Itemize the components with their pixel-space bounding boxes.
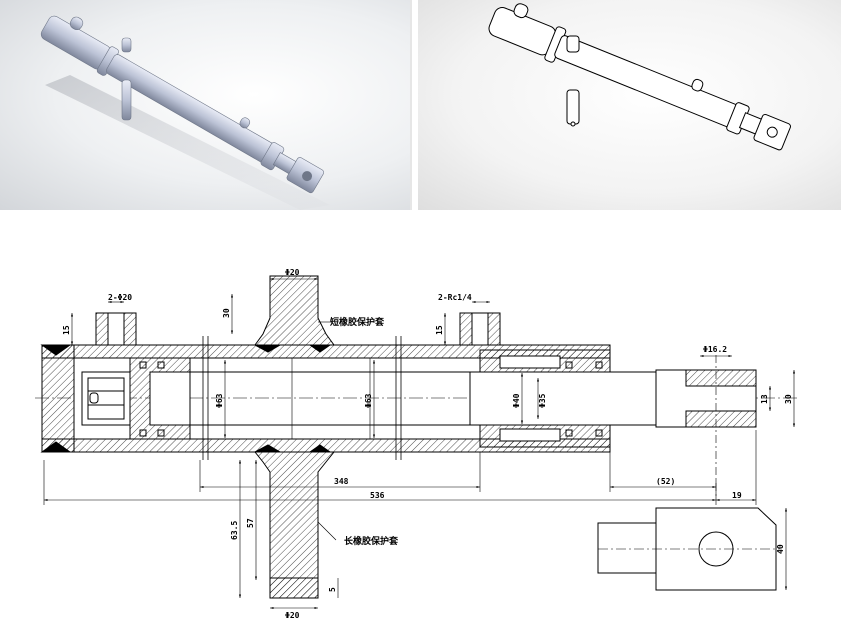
dim-trunnion-top-dia: Φ20 (285, 268, 300, 277)
dim-clevis-40: 40 (776, 544, 785, 554)
dim-h15-left: 15 (62, 325, 71, 335)
dim-clevis-30: 30 (784, 394, 793, 404)
left-port (95, 312, 137, 346)
dim-len-536: 536 (370, 491, 385, 500)
dim-port-left: 2-Φ20 (108, 293, 132, 302)
wireframe-render-view (418, 0, 841, 210)
technical-drawing: 2-Φ20 Φ20 30 15 15 2-Rc1/4 短橡胶保护套 Φ63 Φ6… (0, 216, 841, 625)
dim-len-19: 19 (732, 491, 742, 500)
dim-port-right: 2-Rc1/4 (438, 293, 472, 302)
clevis-section (655, 355, 757, 498)
trunnion-top (254, 275, 335, 346)
dim-bore-mid: Φ63 (364, 393, 373, 408)
dim-h30: 30 (222, 308, 231, 318)
dim-bore-left: Φ63 (215, 393, 224, 408)
dim-trunnion-bottom-dia: Φ20 (285, 611, 300, 620)
trunnion-bottom (253, 451, 336, 599)
dim-len-63-5: 63.5 (230, 521, 239, 540)
shaded-render-view (0, 0, 412, 210)
dim-rod-40: Φ40 (512, 393, 521, 408)
right-port (459, 312, 501, 346)
dim-len-57: 57 (246, 518, 255, 528)
dim-len-52: (52) (656, 477, 675, 486)
dim-len-5: 5 (328, 587, 337, 592)
dim-rod-35: Φ35 (538, 393, 547, 408)
hydraulic-cylinder-outline-icon (488, 3, 791, 151)
dim-pin-dia: Φ16.2 (703, 345, 727, 354)
clevis-side-view (597, 507, 780, 591)
dim-h15-right: 15 (435, 325, 444, 335)
dim-len-348: 348 (334, 477, 349, 486)
cylinder-barrel (40, 336, 657, 460)
dim-clevis-13: 13 (760, 394, 769, 404)
note-short-boot: 短橡胶保护套 (330, 316, 385, 328)
hydraulic-cylinder-shaded-icon (40, 15, 330, 210)
note-long-boot: 长橡胶保护套 (344, 535, 399, 547)
